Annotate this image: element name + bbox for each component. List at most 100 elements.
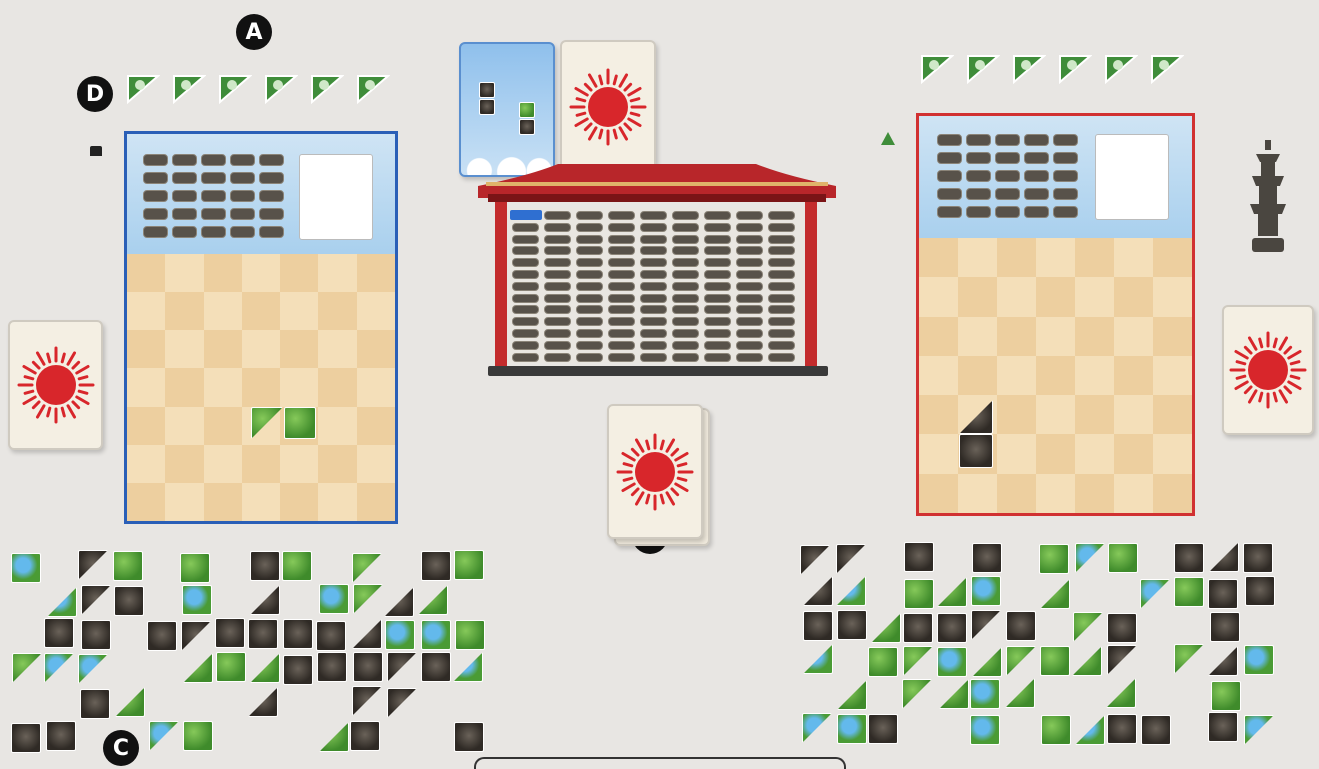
park-tile-icon[interactable] [183, 721, 213, 751]
board-cell[interactable] [1075, 395, 1114, 434]
city-tile-icon[interactable] [248, 619, 278, 649]
board-cell[interactable] [242, 445, 280, 483]
park-tile-icon[interactable] [115, 687, 145, 717]
city-tile-icon[interactable] [971, 610, 1001, 640]
board-cell[interactable] [127, 407, 165, 445]
board-cell[interactable] [1114, 277, 1153, 316]
board-cell[interactable] [318, 330, 356, 368]
board-cell[interactable] [1114, 474, 1153, 513]
board-cell[interactable] [1153, 317, 1192, 356]
board-cell[interactable] [1075, 238, 1114, 277]
board-cell[interactable] [165, 483, 203, 521]
city-tile-icon[interactable] [384, 587, 414, 617]
city-tile-icon[interactable] [421, 652, 451, 682]
board-cell[interactable] [165, 292, 203, 330]
board-cell[interactable] [318, 483, 356, 521]
board-cell[interactable] [127, 445, 165, 483]
board-cell[interactable] [242, 368, 280, 406]
board-cell[interactable] [204, 330, 242, 368]
board-cell[interactable] [997, 356, 1036, 395]
board-cell[interactable] [958, 277, 997, 316]
city-tile-icon[interactable] [837, 610, 867, 640]
city-tile-icon[interactable] [1107, 714, 1137, 744]
park-tile-icon[interactable] [972, 647, 1002, 677]
park-tile-icon[interactable] [353, 584, 383, 614]
city-tile-icon[interactable] [836, 544, 866, 574]
city-tile-icon[interactable] [81, 620, 111, 650]
city-tile-icon[interactable] [317, 652, 347, 682]
park-tile-icon[interactable] [1106, 678, 1136, 708]
board-cell[interactable] [958, 238, 997, 277]
board-cell[interactable] [1036, 317, 1075, 356]
board-cell[interactable] [357, 330, 395, 368]
pond-tile-icon[interactable] [1244, 715, 1274, 745]
city-tile-icon[interactable] [46, 721, 76, 751]
board-cell[interactable] [1075, 356, 1114, 395]
board-cell[interactable] [997, 395, 1036, 434]
board-cell[interactable] [997, 434, 1036, 473]
board-cell[interactable] [318, 368, 356, 406]
board-cell[interactable] [997, 317, 1036, 356]
board-cell[interactable] [318, 407, 356, 445]
city-tile-icon[interactable] [1208, 712, 1238, 742]
city-tile-icon[interactable] [903, 613, 933, 643]
right-board-grid[interactable] [919, 238, 1192, 513]
city-tile-icon[interactable] [803, 576, 833, 606]
board-cell[interactable] [165, 254, 203, 292]
park-tile-icon[interactable] [868, 647, 898, 677]
park-tile-icon[interactable] [1072, 646, 1102, 676]
park-tile-icon[interactable] [1041, 715, 1071, 745]
pond-tile-icon[interactable] [319, 584, 349, 614]
board-cell[interactable] [997, 277, 1036, 316]
pagoda-figure-icon[interactable] [1246, 140, 1290, 254]
city-tile-icon[interactable] [800, 545, 830, 575]
board-cell[interactable] [357, 368, 395, 406]
board-cell[interactable] [242, 330, 280, 368]
pond-tile-icon[interactable] [1075, 543, 1105, 573]
board-cell[interactable] [1114, 317, 1153, 356]
pond-tile-icon[interactable] [803, 644, 833, 674]
city-tile-icon[interactable] [81, 585, 111, 615]
board-cell[interactable] [280, 292, 318, 330]
city-tile-icon[interactable] [250, 551, 280, 581]
park-tile-icon[interactable] [903, 646, 933, 676]
board-cell[interactable] [1114, 238, 1153, 277]
pond-tile-icon[interactable] [836, 576, 866, 606]
board-cell[interactable] [204, 254, 242, 292]
board-cell[interactable] [204, 483, 242, 521]
board-cell[interactable] [919, 317, 958, 356]
park-tile-icon[interactable] [183, 653, 213, 683]
pond-tile-icon[interactable] [385, 620, 415, 650]
board-cell[interactable] [1153, 395, 1192, 434]
park-tile-icon[interactable] [902, 679, 932, 709]
city-tile-icon[interactable] [352, 619, 382, 649]
board-cell[interactable] [919, 474, 958, 513]
left-sun-card[interactable] [8, 320, 103, 450]
board-cell[interactable] [1153, 474, 1192, 513]
pond-tile-icon[interactable] [1140, 579, 1170, 609]
city-tile-icon[interactable] [181, 621, 211, 651]
left-board-grid[interactable] [127, 254, 395, 521]
board-cell[interactable] [1153, 356, 1192, 395]
board-cell[interactable] [318, 254, 356, 292]
board-cell[interactable] [1075, 277, 1114, 316]
city-tile-icon[interactable] [1107, 645, 1137, 675]
city-tile-icon[interactable] [350, 721, 380, 751]
city-tile-icon[interactable] [215, 618, 245, 648]
park-tile-icon[interactable] [837, 680, 867, 710]
pond-tile-icon[interactable] [78, 654, 108, 684]
park-tile-icon[interactable] [939, 679, 969, 709]
board-cell[interactable] [280, 483, 318, 521]
city-tile-icon[interactable] [387, 688, 417, 718]
board-cell[interactable] [127, 292, 165, 330]
board-cell[interactable] [1114, 356, 1153, 395]
pond-tile-icon[interactable] [149, 721, 179, 751]
park-tile-icon[interactable] [1040, 646, 1070, 676]
park-tile-icon[interactable] [250, 653, 280, 683]
pond-tile-icon[interactable] [44, 653, 74, 683]
board-cell[interactable] [357, 254, 395, 292]
board-cell[interactable] [318, 445, 356, 483]
city-tile-icon[interactable] [803, 611, 833, 641]
board-cell[interactable] [204, 368, 242, 406]
board-cell[interactable] [280, 330, 318, 368]
